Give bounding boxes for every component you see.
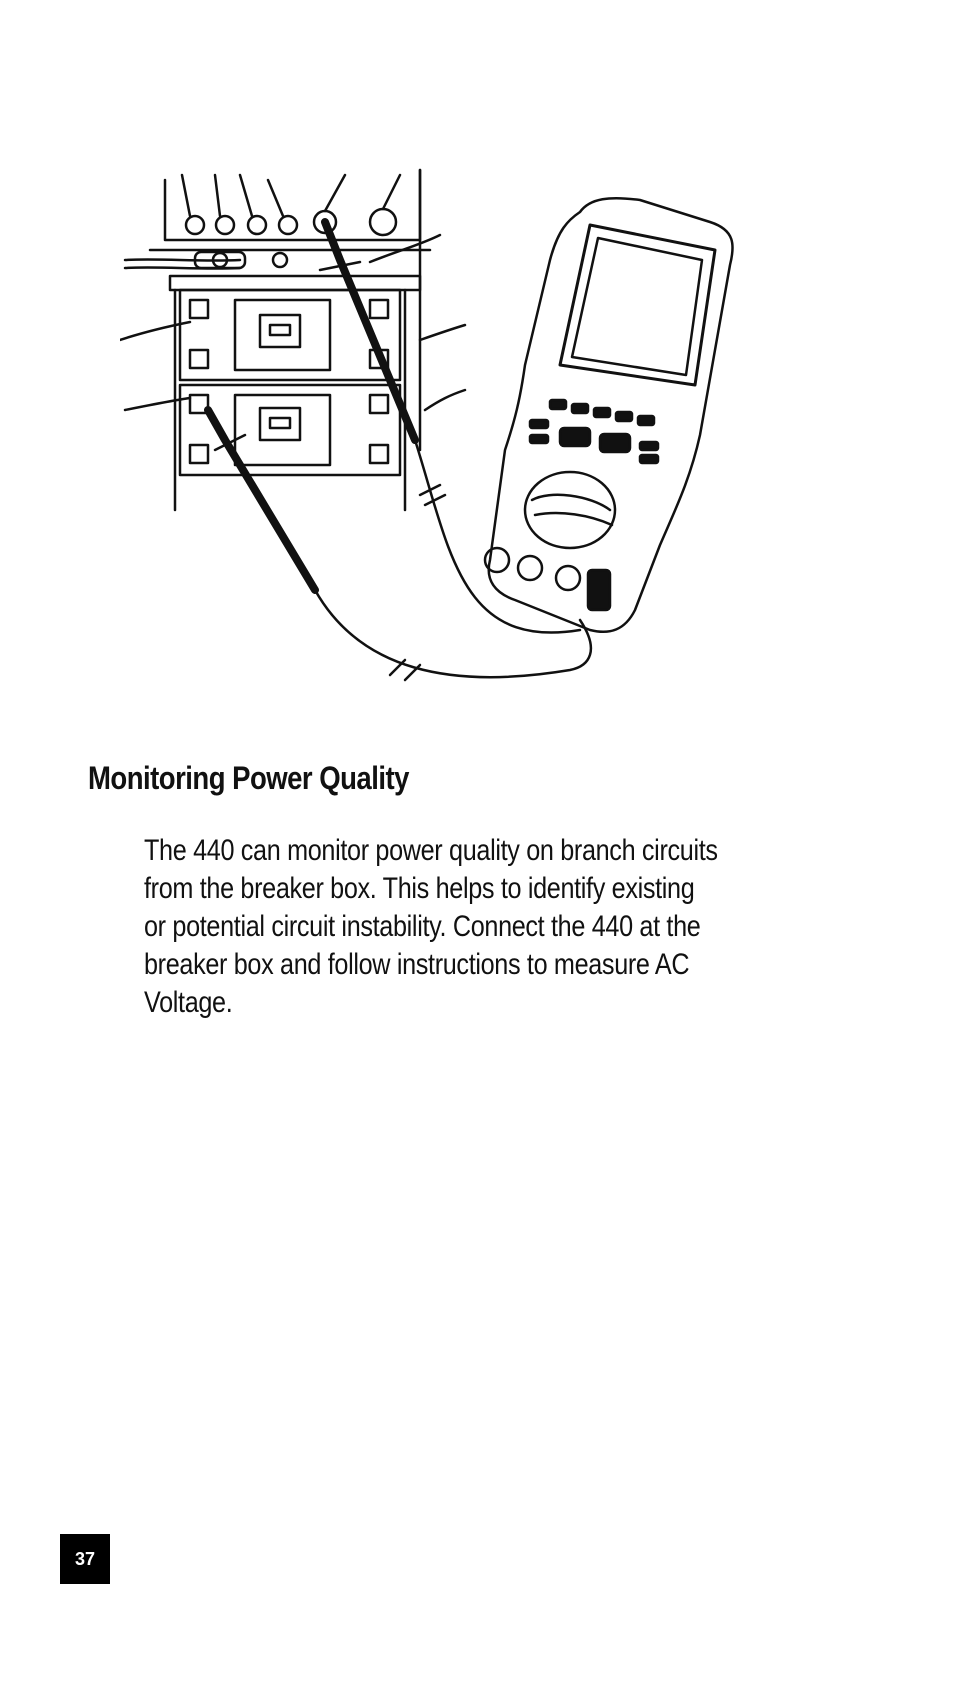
breaker-upper xyxy=(178,288,402,382)
bus-bar xyxy=(168,250,422,292)
probe-red xyxy=(318,218,582,634)
section-body-text: The 440 can monitor power quality on bra… xyxy=(144,834,718,1019)
meter-buttons xyxy=(528,398,660,465)
panel-sides xyxy=(173,288,407,512)
section-heading: Monitoring Power Quality xyxy=(88,760,409,796)
breaker-box-meter-illustration xyxy=(120,168,734,682)
terminal-bar xyxy=(148,168,432,452)
breaker-lower xyxy=(178,383,402,477)
multimeter xyxy=(483,196,734,634)
page-number-badge: 37 xyxy=(60,1534,110,1584)
probe-black xyxy=(204,406,592,682)
